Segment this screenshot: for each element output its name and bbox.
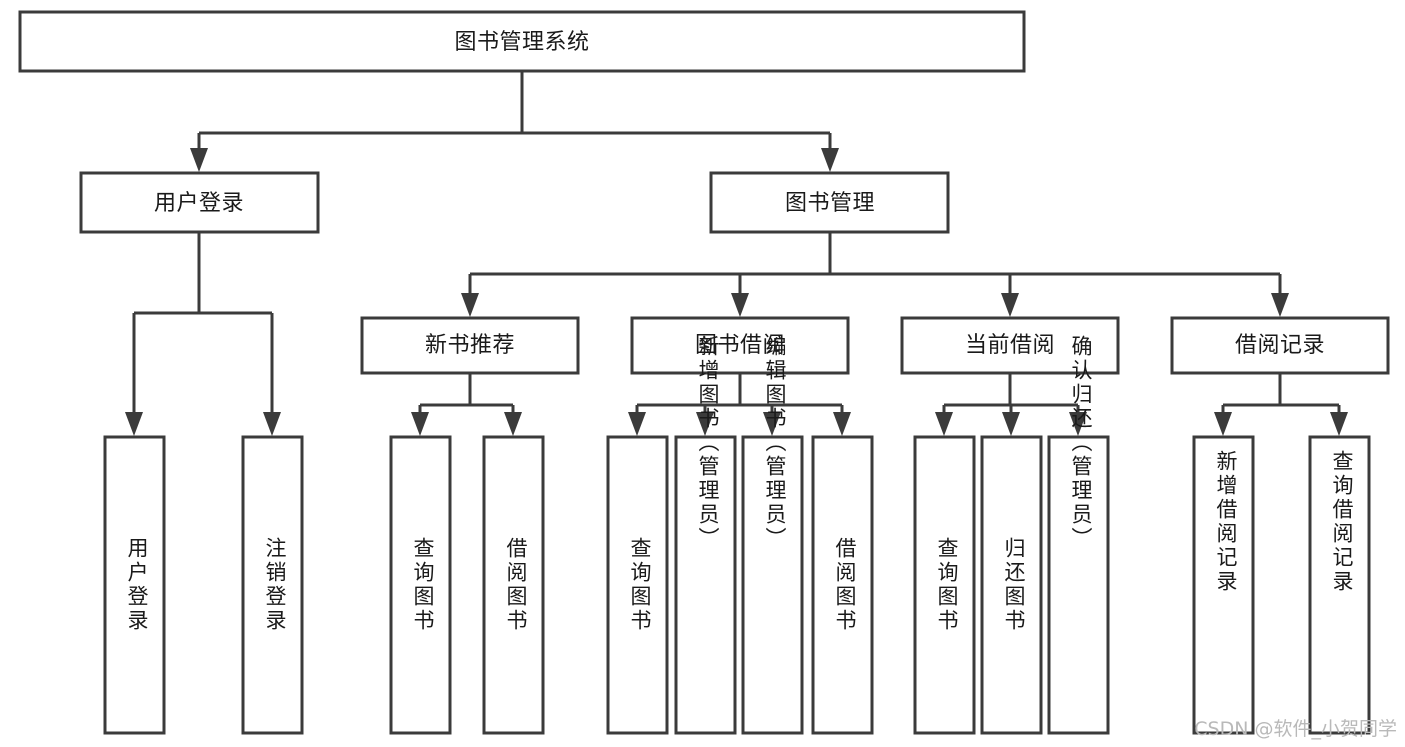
node-leaf-add-book-label: 新增图书（管理员） — [696, 335, 720, 551]
connectors-new-book-recommend-to-leaves — [411, 373, 522, 436]
node-book-management-box[interactable] — [709, 171, 950, 234]
arrowhead-add-record — [1214, 412, 1232, 436]
node-leaf-query-book-2-label: 查询图书 — [628, 537, 652, 633]
node-current-borrow-box[interactable] — [900, 316, 1120, 375]
node-borrow-record-box[interactable] — [1170, 316, 1390, 375]
node-book-borrow-label: 图书借阅 — [695, 333, 785, 358]
connectors-root-to-level2 — [190, 71, 839, 172]
node-book-management-label: 图书管理 — [785, 191, 875, 216]
connectors-user-login-to-leaves — [125, 232, 281, 436]
arrowhead-leaf-user-login — [125, 412, 143, 436]
node-leaf-user-login-box[interactable] — [103, 435, 166, 735]
node-book-borrow[interactable]: 图书借阅 — [630, 316, 850, 375]
node-leaf-borrow-book-1-label: 借阅图书 — [504, 537, 528, 633]
arrowhead-borrow-book-2 — [833, 412, 851, 436]
node-new-book-recommend-label: 新书推荐 — [425, 333, 515, 358]
node-leaf-query-book-2-box[interactable] — [606, 435, 669, 735]
node-user-login-label: 用户登录 — [154, 191, 244, 216]
node-leaf-query-book-1[interactable]: 查询图书 — [389, 435, 452, 735]
node-leaf-edit-book-box[interactable] — [741, 435, 804, 735]
node-leaf-user-login[interactable]: 用户登录 — [103, 435, 166, 735]
csdn-watermark: CSDN @软件_小贺同学 — [1194, 718, 1397, 740]
arrowhead-query-book-1 — [411, 412, 429, 436]
node-leaf-add-record-label: 新增借阅记录 — [1214, 450, 1238, 594]
arrowhead-leaf-logout — [263, 412, 281, 436]
node-new-book-recommend[interactable]: 新书推荐 — [360, 316, 580, 375]
node-root-label: 图书管理系统 — [454, 30, 589, 55]
arrowhead-query-book-2 — [628, 412, 646, 436]
arrowhead-borrow-book-1 — [504, 412, 522, 436]
arrowhead-query-book-3 — [935, 412, 953, 436]
node-leaf-borrow-book-1[interactable]: 借阅图书 — [482, 435, 545, 735]
node-leaf-query-book-2[interactable]: 查询图书 — [606, 435, 669, 735]
arrowhead-query-record — [1330, 412, 1348, 436]
node-current-borrow-label: 当前借阅 — [965, 333, 1055, 358]
connectors-book-management-to-level3 — [461, 232, 1289, 317]
node-leaf-borrow-book-2[interactable]: 借阅图书 — [811, 435, 874, 735]
node-leaf-edit-book[interactable]: 编辑图书（管理员） — [741, 335, 804, 735]
node-leaf-query-book-3-box[interactable] — [913, 435, 976, 735]
connectors-book-borrow-to-leaves — [628, 373, 851, 436]
node-borrow-record[interactable]: 借阅记录 — [1170, 316, 1390, 375]
node-leaf-confirm-return[interactable]: 确认归还（管理员） — [1047, 335, 1110, 735]
node-current-borrow[interactable]: 当前借阅 — [900, 316, 1120, 375]
arrowhead-add-book — [696, 412, 714, 436]
arrowhead-book-borrow — [731, 293, 749, 317]
node-leaf-query-record-box[interactable] — [1308, 435, 1371, 735]
arrowhead-user-login — [190, 148, 208, 172]
node-borrow-record-label: 借阅记录 — [1235, 333, 1325, 358]
arrowhead-borrow-record — [1271, 293, 1289, 317]
node-leaf-logout-label: 注销登录 — [263, 537, 287, 633]
arrowhead-edit-book — [763, 412, 781, 436]
connectors-borrow-record-to-leaves — [1214, 373, 1348, 436]
node-leaf-return-book[interactable]: 归还图书 — [980, 435, 1043, 735]
node-leaf-query-record-label: 查询借阅记录 — [1330, 450, 1354, 594]
node-leaf-borrow-book-2-box[interactable] — [811, 435, 874, 735]
node-root-box[interactable] — [18, 10, 1026, 73]
node-root[interactable]: 图书管理系统 — [18, 10, 1026, 73]
arrowhead-current-borrow — [1001, 293, 1019, 317]
node-leaf-query-book-3[interactable]: 查询图书 — [913, 435, 976, 735]
node-leaf-query-book-1-label: 查询图书 — [411, 537, 435, 633]
node-user-login[interactable]: 用户登录 — [79, 171, 320, 234]
node-leaf-logout-box[interactable] — [241, 435, 304, 735]
node-book-management[interactable]: 图书管理 — [709, 171, 950, 234]
node-leaf-query-record[interactable]: 查询借阅记录 — [1308, 435, 1371, 735]
node-leaf-add-book[interactable]: 新增图书（管理员） — [674, 335, 737, 735]
node-leaf-edit-book-label: 编辑图书（管理员） — [763, 335, 787, 551]
node-leaf-return-book-box[interactable] — [980, 435, 1043, 735]
node-leaf-query-book-3-label: 查询图书 — [935, 537, 959, 633]
node-leaf-borrow-book-1-box[interactable] — [482, 435, 545, 735]
node-new-book-recommend-box[interactable] — [360, 316, 580, 375]
node-leaf-add-book-box[interactable] — [674, 435, 737, 735]
node-leaf-borrow-book-2-label: 借阅图书 — [833, 537, 857, 633]
node-leaf-query-book-1-box[interactable] — [389, 435, 452, 735]
node-book-borrow-box[interactable] — [630, 316, 850, 375]
node-leaf-user-login-label: 用户登录 — [125, 537, 149, 633]
arrowhead-return-book — [1002, 412, 1020, 436]
node-leaf-return-book-label: 归还图书 — [1002, 537, 1026, 633]
node-leaf-confirm-return-label: 确认归还（管理员） — [1069, 335, 1093, 551]
arrowhead-new-book-recommend — [461, 293, 479, 317]
node-leaf-add-record-box[interactable] — [1192, 435, 1255, 735]
arrowhead-confirm-return — [1069, 412, 1087, 436]
arrowhead-book-management — [821, 148, 839, 172]
node-leaf-confirm-return-box[interactable] — [1047, 435, 1110, 735]
node-leaf-add-record[interactable]: 新增借阅记录 — [1192, 435, 1255, 735]
connectors-current-borrow-to-leaves — [935, 373, 1087, 436]
node-user-login-box[interactable] — [79, 171, 320, 234]
node-leaf-logout[interactable]: 注销登录 — [241, 435, 304, 735]
